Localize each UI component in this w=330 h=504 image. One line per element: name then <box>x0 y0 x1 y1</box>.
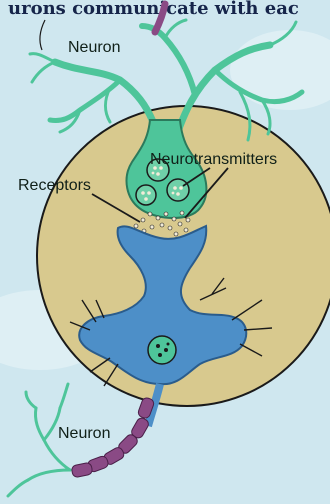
nucleus <box>148 336 176 364</box>
label-neurotransmitters: Neurotransmitters <box>150 151 277 168</box>
header-text: urons communicate with eac <box>8 0 299 19</box>
label-neuron-top: Neuron <box>68 39 120 56</box>
vesicle <box>167 179 189 201</box>
label-neuron-bottom: Neuron <box>58 425 110 442</box>
label-receptors: Receptors <box>18 177 91 194</box>
vesicle <box>136 185 156 205</box>
